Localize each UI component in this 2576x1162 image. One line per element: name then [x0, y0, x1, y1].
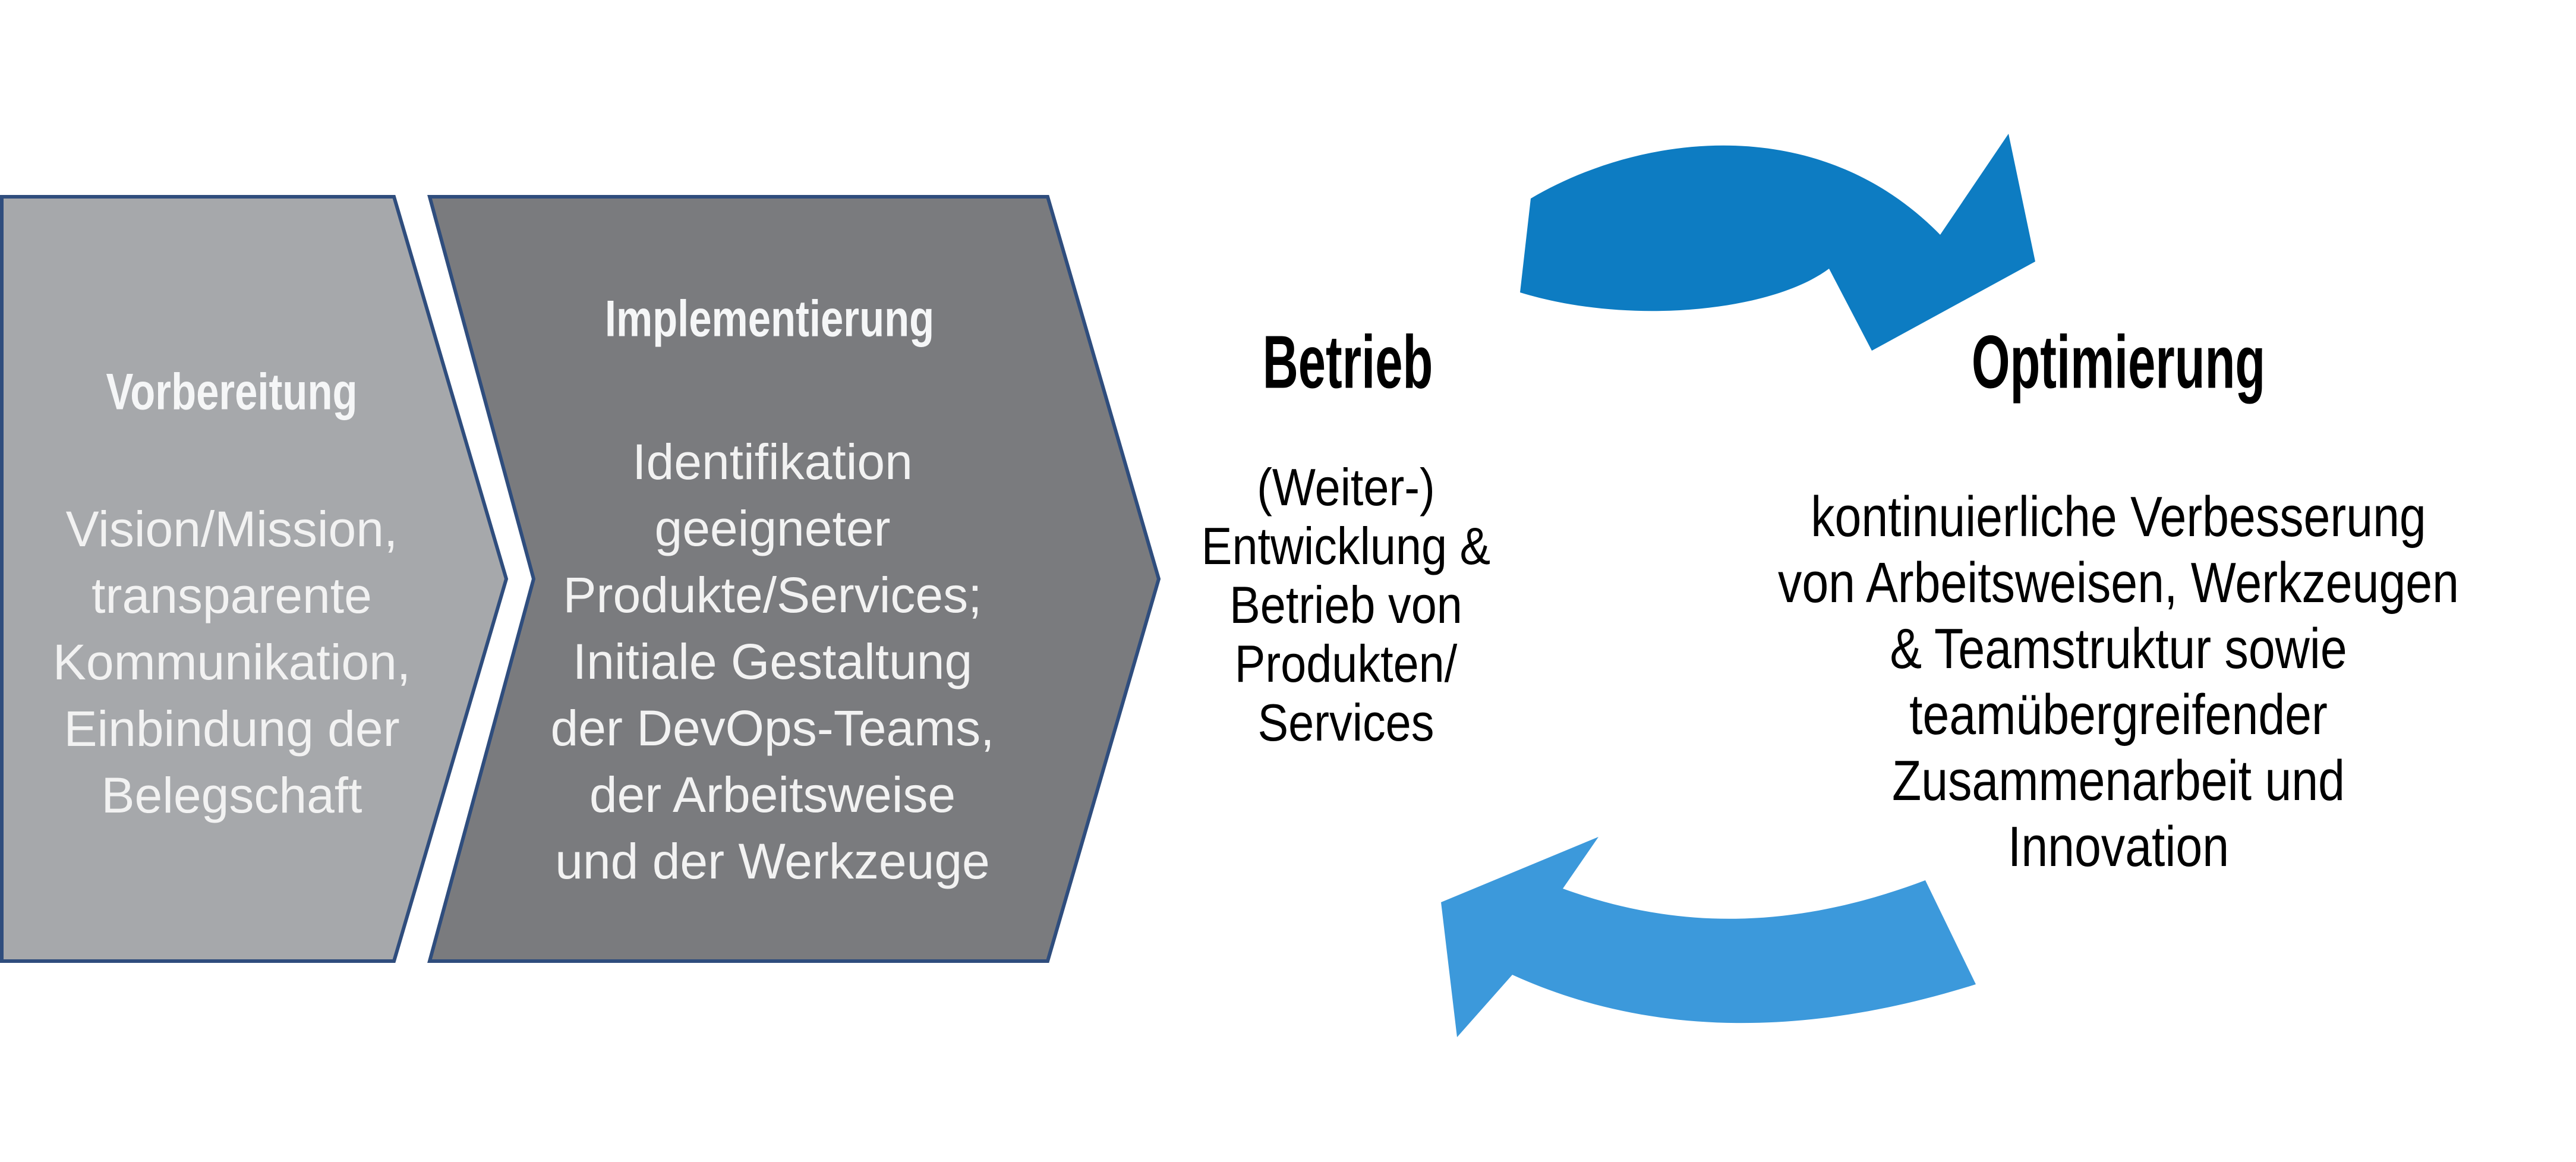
stage-title-vorbereitung: Vorbereitung	[106, 363, 358, 421]
stage-body-vorbereitung: Vision/Mission, transparente Kommunikati…	[52, 501, 411, 823]
stage-title-optimierung: Optimierung	[1971, 320, 2266, 404]
stage-body-betrieb: (Weiter-) Entwicklung & Betrieb von Prod…	[1201, 458, 1491, 752]
chevron-implementierung-shape	[427, 195, 1161, 963]
chevron-vorbereitung-shape	[0, 195, 509, 963]
stage-body-optimierung: kontinuierliche Verbesserung von Arbeits…	[1777, 485, 2460, 878]
stage-body-implementierung: Identifikation geeigneter Produkte/Servi…	[550, 434, 995, 889]
stage-title-implementierung: Implementierung	[604, 290, 935, 348]
cycle-arrow-top-icon	[1520, 134, 2035, 351]
stage-title-betrieb: Betrieb	[1262, 320, 1433, 404]
cycle-arrow-bottom-icon	[1441, 837, 1976, 1037]
